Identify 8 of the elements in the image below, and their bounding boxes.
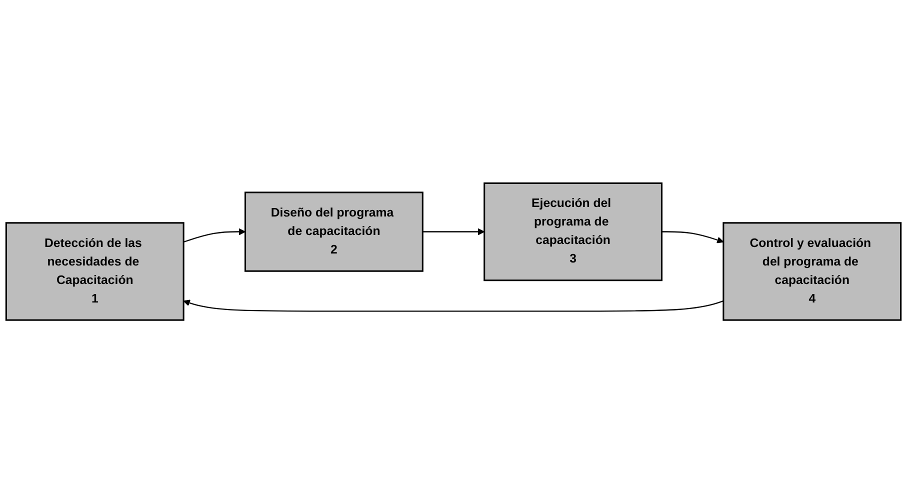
arrow [183,228,246,242]
node-box: Ejecución del programa de capacitación 3 [484,182,662,281]
node-box: Control y evaluación del programa de capacitación 4 [722,222,902,321]
node-box: Diseño del programa de capacitación 2 [244,192,424,272]
node-box: Detección de las necesidades de Capacitación 1 [5,222,184,321]
arrow [422,228,485,236]
arrow [183,300,724,312]
arrow [662,231,724,244]
